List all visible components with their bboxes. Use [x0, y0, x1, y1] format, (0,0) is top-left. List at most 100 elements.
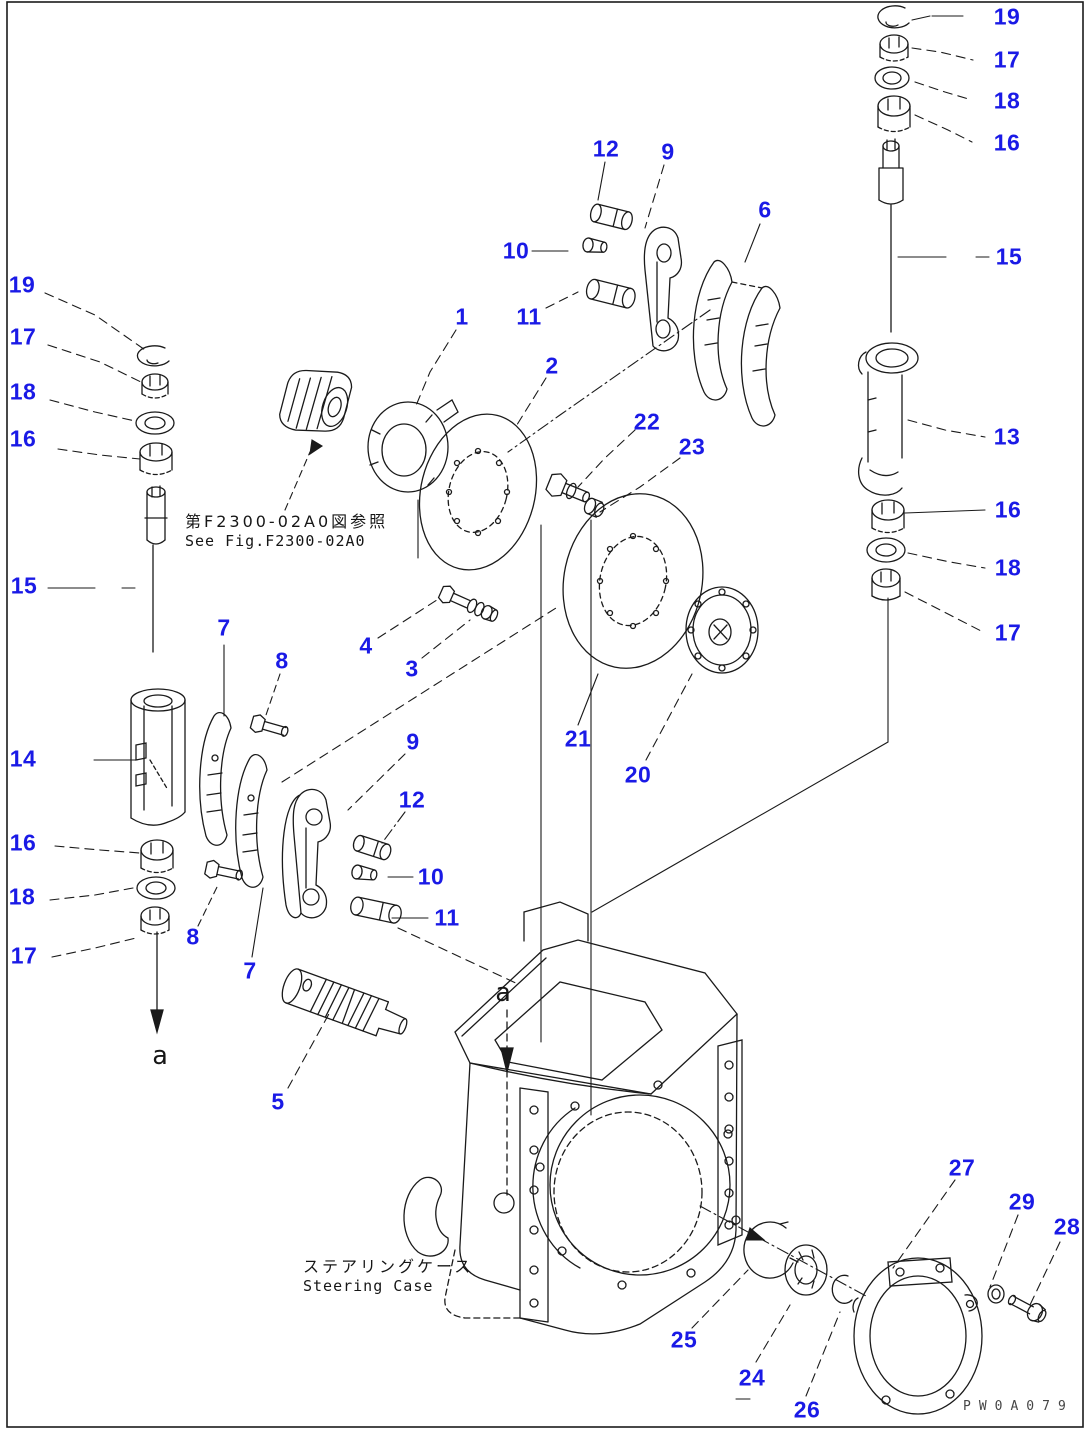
callout-18-right: 18	[994, 554, 1022, 581]
part-21-disc	[562, 493, 704, 669]
leader-lines	[44, 15, 1061, 1400]
callout-8-first: 8	[275, 647, 289, 674]
callout-16-right: 16	[994, 496, 1022, 523]
section-arrow-case	[493, 1009, 515, 1214]
part-26-snap-ring-small	[831, 1274, 853, 1304]
callout-11-mid: 11	[434, 904, 460, 931]
part-17-nut-top-right	[879, 34, 909, 62]
callout-7-second: 7	[243, 957, 257, 984]
part-16-bushing-left-lower	[140, 839, 174, 874]
part-12-pin-mid	[352, 834, 392, 861]
part-9-bracket-top	[643, 226, 683, 352]
section-marker-a-case: a	[495, 978, 511, 1008]
part-17-nut-left-lower	[140, 906, 170, 935]
part-15-shaft-left	[144, 485, 168, 653]
part-19-snap-ring-left	[136, 345, 170, 367]
callout-15-right: 15	[995, 243, 1023, 270]
part-18-washer-top-right	[874, 66, 910, 90]
fig-reference-jp: 第F2300-02A0図参照	[185, 512, 389, 531]
part-8-bolt-first	[249, 714, 289, 737]
drawing-number-watermark: PW0A079	[963, 1399, 1074, 1414]
fig-reference-en: See Fig.F2300-02A0	[185, 532, 366, 550]
callout-9-top: 9	[661, 138, 675, 165]
part-16-bushing-left	[139, 442, 173, 476]
callout-2: 2	[545, 352, 559, 379]
callout-18-left-lower: 18	[8, 883, 36, 910]
part-13-link	[857, 342, 919, 496]
callout-16-top-right: 16	[993, 129, 1021, 156]
fig-reference-note: 第F2300-02A0図参照 See Fig.F2300-02A0	[185, 508, 388, 550]
callout-9-mid: 9	[406, 728, 420, 755]
callout-8-second: 8	[186, 923, 200, 950]
callout-12-top: 12	[592, 135, 620, 162]
part-18-washer-left	[135, 411, 175, 435]
part-6-shoe-pair	[692, 259, 781, 427]
part-4-3-bolt-washers	[437, 585, 499, 622]
part-16-bushing-top-right	[877, 95, 911, 133]
part-1-hub	[367, 399, 459, 493]
part-10-bolt-mid	[351, 864, 378, 881]
part-12-pin-top	[589, 203, 633, 231]
part-11-pin-mid	[350, 896, 402, 924]
callout-6: 6	[758, 196, 772, 223]
callout-17-top-right: 17	[993, 46, 1021, 73]
callout-12-mid: 12	[398, 786, 426, 813]
callout-1: 1	[455, 303, 469, 330]
part-23-nut	[583, 497, 605, 518]
callout-21: 21	[564, 725, 592, 752]
part-16-bushing-right	[871, 499, 905, 534]
part-19-snap-ring-top-right	[877, 5, 910, 29]
part-17-nut-right	[871, 568, 901, 601]
part-17-nut-left	[141, 373, 169, 399]
callout-18-top-right: 18	[993, 87, 1021, 114]
steering-case-label-jp: ステアリングケース	[303, 1257, 474, 1276]
part-14-boss	[130, 688, 186, 826]
steering-case	[403, 901, 743, 1335]
callout-16-left: 16	[9, 425, 37, 452]
callout-16-left-lower: 16	[9, 829, 37, 856]
callout-17-left-lower: 17	[10, 942, 38, 969]
part-20-plate	[685, 586, 759, 674]
part-7-shoe-first	[199, 712, 232, 846]
callout-11-top: 11	[516, 303, 542, 330]
part-22-bolt	[545, 473, 591, 503]
callout-7-first: 7	[217, 614, 231, 641]
part-11-pin-top	[585, 278, 636, 309]
callout-28: 28	[1053, 1213, 1081, 1240]
part-18-washer-left-lower	[136, 876, 176, 900]
callout-19-left: 19	[8, 271, 36, 298]
callout-17-left: 17	[9, 323, 37, 350]
steering-case-label-en: Steering Case	[303, 1277, 434, 1295]
callout-19-top-right: 19	[993, 3, 1021, 30]
part-27-cover	[852, 1257, 983, 1415]
part-29-washer	[987, 1284, 1005, 1304]
part-9-bracket-mid	[281, 788, 332, 919]
page-frame	[6, 1, 1084, 1428]
callout-27: 27	[948, 1154, 976, 1181]
part-8-bolt-second	[204, 859, 244, 881]
callout-15-left: 15	[10, 572, 38, 599]
section-marker-a-left: a	[152, 1041, 168, 1071]
part-rotor-fig-ref	[279, 369, 353, 432]
steering-case-label: ステアリングケース Steering Case	[303, 1253, 473, 1295]
callout-13: 13	[993, 423, 1021, 450]
callout-10-mid: 10	[417, 863, 445, 890]
part-5-splined-shaft	[281, 968, 408, 1037]
part-2-disc	[418, 413, 538, 571]
callout-24: 24	[738, 1364, 766, 1391]
callout-18-left: 18	[9, 378, 37, 405]
part-18-washer-right	[866, 537, 906, 563]
callout-3: 3	[405, 655, 419, 682]
part-7-shoe-second	[235, 754, 268, 888]
part-15-shaft-right	[878, 138, 904, 333]
callout-23: 23	[678, 433, 706, 460]
callout-5: 5	[271, 1088, 285, 1115]
callout-29: 29	[1008, 1188, 1036, 1215]
callout-25: 25	[670, 1326, 698, 1353]
callout-4: 4	[359, 632, 373, 659]
callout-10-top: 10	[502, 237, 530, 264]
callout-14: 14	[9, 745, 37, 772]
part-28-bolt	[1007, 1294, 1047, 1323]
